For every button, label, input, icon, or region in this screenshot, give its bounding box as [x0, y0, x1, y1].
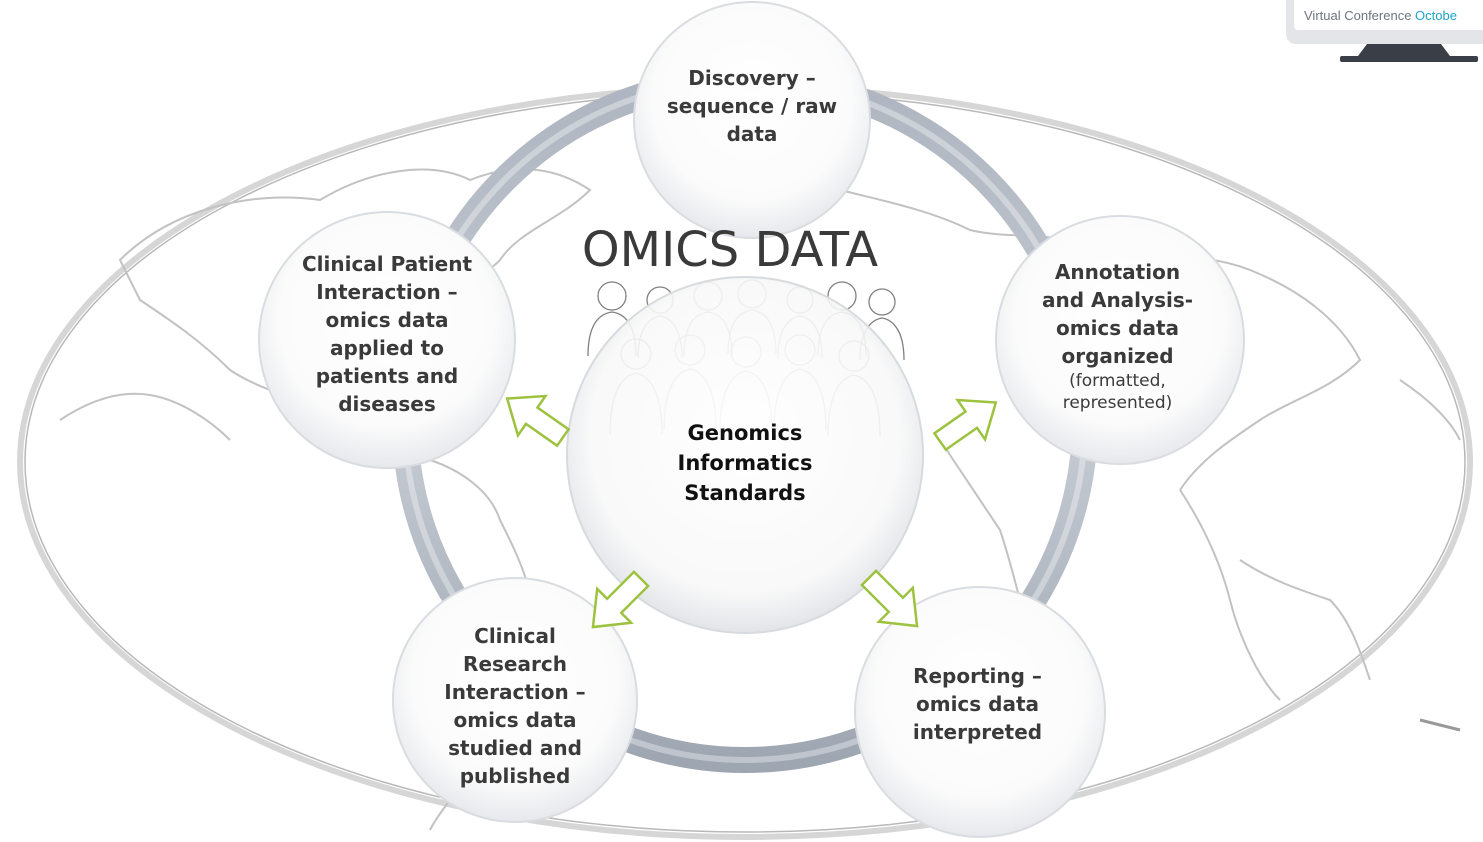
conference-banner-screen: Virtual Conference Octobe	[1294, 0, 1483, 30]
node-label-annotation: Annotation and Analysis- omics data orga…	[1025, 252, 1210, 420]
node-label-line: Clinical Patient	[301, 252, 473, 276]
node-label-line: applied to	[330, 336, 444, 360]
arrow-to-reporting-icon	[860, 569, 919, 628]
node-bubble-discovery	[633, 1, 871, 239]
node-label-line: omics data	[453, 708, 577, 732]
node-label-line: and Analysis-	[1041, 288, 1194, 312]
arrow-to-clinical-patient-icon	[505, 394, 571, 448]
node-bubble-reporting	[854, 586, 1106, 838]
node-bubble-clinical-research	[392, 577, 638, 823]
center-label-line: Standards	[684, 481, 806, 505]
node-label-line: omics data	[325, 308, 449, 332]
node-label-clinical-research: Clinical Research Interaction – omics da…	[425, 618, 605, 794]
center-label-line: Informatics	[677, 451, 813, 475]
node-label-line: diseases	[338, 392, 436, 416]
node-label-line: Discovery –	[688, 66, 816, 90]
node-label-line: data	[726, 122, 778, 146]
node-label-line: organized	[1061, 344, 1174, 368]
node-label-line: Annotation	[1054, 260, 1181, 284]
node-label-clinical-patient: Clinical Patient Interaction – omics dat…	[287, 246, 487, 422]
conference-banner: Virtual Conference Octobe	[1286, 0, 1483, 44]
node-label-line: omics data	[915, 692, 1040, 716]
node-label-line: Clinical	[474, 624, 556, 648]
node-sublabel-line: represented)	[1062, 393, 1173, 413]
center-label: Genomics Informatics Standards	[640, 418, 850, 508]
conference-label: Virtual Conference	[1304, 8, 1416, 23]
center-label-line: Genomics	[687, 421, 803, 445]
monitor-stand-icon	[1340, 40, 1478, 62]
center-bubble	[566, 276, 924, 634]
conference-month: Octobe	[1415, 8, 1457, 23]
node-label-line: interpreted	[912, 720, 1043, 744]
arrow-to-annotation-icon	[932, 398, 998, 452]
node-label-discovery: Discovery – sequence / raw data	[652, 60, 852, 152]
node-label-line: omics data	[1055, 316, 1180, 340]
conference-banner-text: Virtual Conference Octobe	[1304, 8, 1457, 23]
arrow-to-clinical-research-icon	[591, 570, 650, 629]
node-label-reporting: Reporting – omics data interpreted	[885, 660, 1070, 748]
node-bubble-annotation	[995, 215, 1245, 465]
node-label-line: Research	[463, 652, 567, 676]
node-label-line: published	[459, 764, 571, 788]
node-sublabel-line: (formatted,	[1069, 371, 1166, 391]
node-label-line: Interaction –	[444, 680, 586, 704]
node-label-line: sequence / raw	[666, 94, 838, 118]
node-label-line: Reporting –	[913, 664, 1042, 688]
node-label-line: studied and	[448, 736, 582, 760]
diagram-title: OMICS DATA	[581, 222, 879, 278]
node-bubble-clinical-patient	[258, 211, 516, 469]
node-label-line: Interaction –	[316, 280, 458, 304]
node-label-line: patients and	[315, 364, 459, 388]
